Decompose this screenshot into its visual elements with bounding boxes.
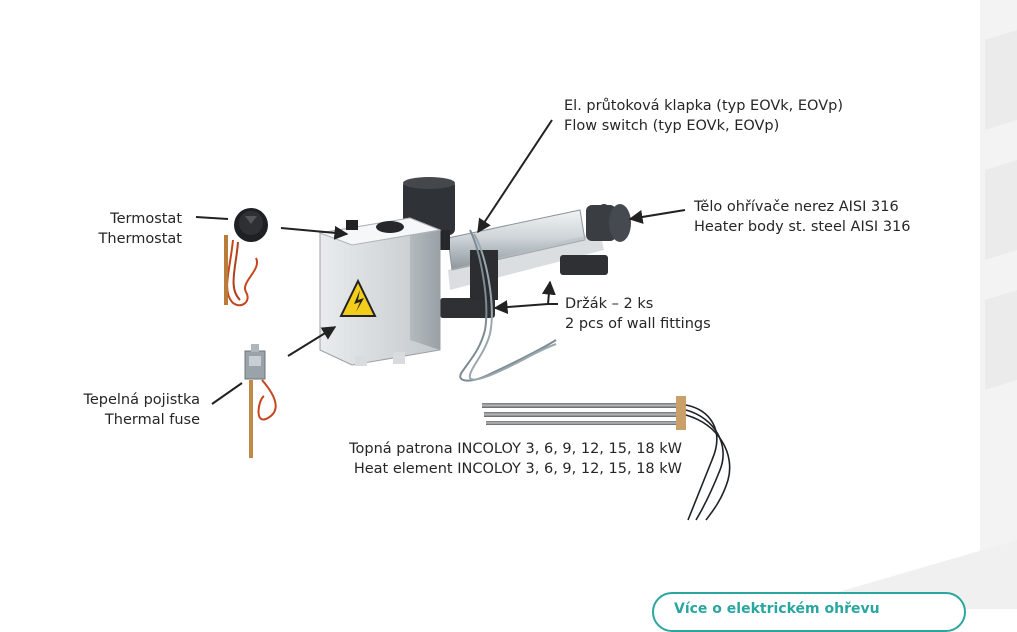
flow-switch-label: El. průtoková klapka (typ EOVk, EOVp) Fl…: [564, 96, 843, 136]
heat-element-label-cz: Topná patrona INCOLOY 3, 6, 9, 12, 15, 1…: [349, 441, 682, 457]
thermal-fuse-label: Tepelná pojistka Thermal fuse: [40, 390, 200, 430]
thermostat-label: Termostat Thermostat: [60, 209, 182, 249]
control-box: [318, 217, 442, 366]
holder-label-en: 2 pcs of wall fittings: [565, 316, 711, 332]
holder-label: Držák – 2 ks 2 pcs of wall fittings: [565, 294, 711, 334]
leader-lines: [195, 119, 686, 405]
product-diagram: [195, 0, 1017, 609]
thermal-fuse-label-cz: Tepelná pojistka: [83, 392, 200, 408]
thermostat-label-en: Thermostat: [98, 231, 182, 247]
heater-body-label: Tělo ohřívače nerez AISI 316 Heater body…: [694, 197, 911, 237]
thermal-fuse-icon: [244, 344, 277, 458]
heater-body-label-en: Heater body st. steel AISI 316: [694, 219, 911, 235]
flow-switch-label-cz: El. průtoková klapka (typ EOVk, EOVp): [564, 98, 843, 114]
more-info-button[interactable]: Více o elektrickém ohřevu: [652, 592, 966, 632]
thermostat-icon: [224, 208, 268, 307]
thermal-fuse-label-en: Thermal fuse: [104, 412, 200, 428]
flow-switch-label-en: Flow switch (typ EOVk, EOVp): [564, 118, 780, 134]
heat-element-label-en: Heat element INCOLOY 3, 6, 9, 12, 15, 18…: [353, 461, 682, 477]
more-info-button-label: Více o elektrickém ohřevu: [674, 601, 880, 617]
holder-label-cz: Držák – 2 ks: [565, 296, 654, 312]
hazard-warning-icon: [339, 278, 377, 317]
heater-body-label-cz: Tělo ohřívače nerez AISI 316: [694, 199, 899, 215]
heat-element: [482, 396, 731, 521]
heat-element-label: Topná patrona INCOLOY 3, 6, 9, 12, 15, 1…: [330, 439, 682, 479]
background-decoration: [780, 0, 1017, 609]
thermostat-label-cz: Termostat: [110, 211, 182, 227]
